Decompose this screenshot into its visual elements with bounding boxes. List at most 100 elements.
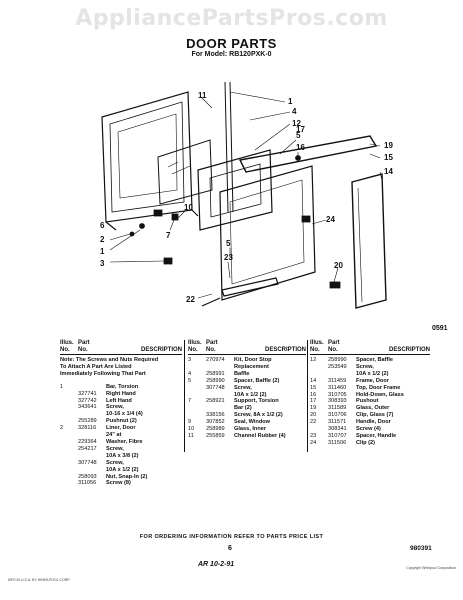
callout-2: 2 (100, 235, 105, 244)
outer-glass-drawing (219, 165, 316, 301)
door-liner-drawing (101, 91, 199, 231)
callout-19: 19 (384, 141, 393, 150)
page-number: 6 (228, 545, 232, 552)
callout-16: 16 (296, 143, 305, 152)
door-frame-drawing (238, 135, 387, 309)
callout-7: 7 (166, 231, 171, 240)
ordering-footer: FOR ORDERING INFORMATION REFER TO PARTS … (139, 534, 324, 540)
copyright-note: Copyright Whirlpool Corporation (406, 566, 456, 570)
leader-lines (109, 91, 383, 299)
callout-1a: 1 (288, 97, 293, 106)
handle-drawing (201, 277, 279, 307)
channel-rubber-drawing (224, 81, 234, 213)
column-divider (184, 340, 185, 452)
table-row: 10-16 x 1/4 (4) (106, 411, 143, 418)
header-description: DESCRIPTION (388, 346, 430, 353)
model-subtitle: For Model: RB120PXK-0 (191, 51, 272, 58)
header-illus: Illus.No. (310, 340, 324, 353)
callout-3: 3 (100, 259, 105, 268)
diagram-code: 0591 (432, 325, 448, 332)
header-description: DESCRIPTION (264, 346, 306, 353)
note-text: Note: The Screws and Nuts Required To At… (60, 357, 159, 377)
callout-4: 4 (292, 107, 297, 116)
callout-12: 12 (292, 119, 301, 128)
table-row: 10A x 3/8 (2) (106, 452, 139, 459)
baffle-drawing (197, 149, 273, 231)
table-row: 10A x 1/2 (2) (106, 466, 139, 473)
callout-10: 10 (184, 203, 193, 212)
table-row: 24" at (106, 432, 122, 439)
callout-numbers: 1 11 4 12 5 16 17 19 15 14 24 20 10 7 6 … (100, 91, 393, 304)
callout-5a: 5 (296, 131, 301, 140)
document-number: 980391 (410, 545, 432, 552)
page-title: DOOR PARTS (186, 36, 277, 51)
header-illus: Illus.No. (188, 340, 202, 353)
callout-14: 14 (384, 167, 393, 176)
callout-20: 20 (334, 261, 343, 270)
callout-23: 23 (224, 253, 233, 262)
exploded-door-diagram: 1 11 4 12 5 16 17 19 15 14 24 20 10 7 6 … (100, 81, 393, 309)
small-parts-drawing (129, 155, 341, 289)
callout-17: 17 (296, 125, 305, 134)
table-row: 10A x 1/2 (2) (234, 391, 267, 398)
header-illus: Illus.No. (60, 340, 74, 353)
table-row: Bar (2) (234, 405, 252, 412)
manufacturer-note: MFD IN U.S.A. BY WHIRLPOOL CORP. (8, 578, 71, 582)
table-row: 10A x 1/2 (2) (356, 370, 389, 377)
table-row: Replacement (234, 363, 269, 370)
inner-glass-drawing (157, 139, 213, 205)
callout-11: 11 (198, 91, 207, 100)
callout-24: 24 (326, 215, 335, 224)
watermark: AppliancePartsPros.com (75, 6, 388, 31)
callout-22: 22 (186, 295, 195, 304)
callout-1b: 1 (100, 247, 105, 256)
callout-15: 15 (384, 153, 393, 162)
handwritten-note: AR 10-2-91 (198, 561, 235, 568)
column-divider (307, 340, 308, 452)
header-description: DESCRIPTION (140, 346, 182, 353)
callout-6: 6 (100, 221, 105, 230)
callout-5b: 5 (226, 239, 231, 248)
